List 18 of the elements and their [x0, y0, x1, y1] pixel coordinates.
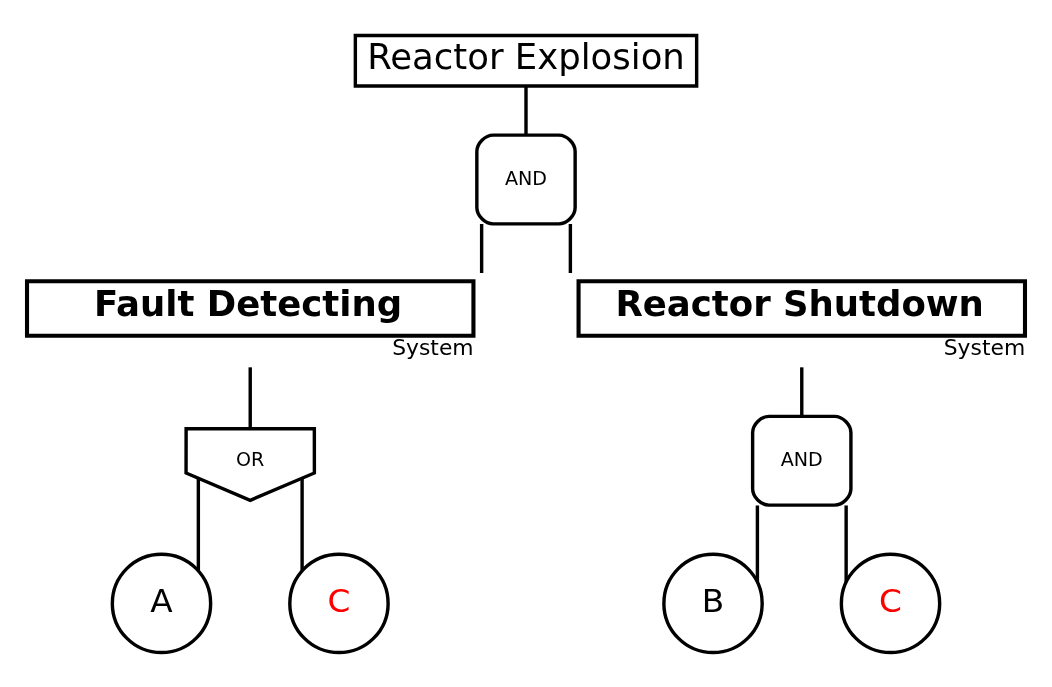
node-box: Fault Detecting [24, 278, 476, 338]
connector [800, 366, 804, 416]
connector [248, 366, 252, 428]
node-circle: C [839, 552, 942, 654]
node-box: Reactor Shutdown [576, 278, 1028, 338]
connector [568, 223, 573, 273]
connector [196, 477, 201, 571]
connector [300, 477, 304, 571]
node-circle: A [110, 552, 213, 654]
connector [524, 86, 528, 135]
connector [755, 505, 760, 582]
node-circle: B [662, 552, 764, 654]
node-circle: C [288, 552, 390, 654]
node-box: Reactor Explosion [353, 33, 699, 88]
connector [479, 223, 484, 273]
node-box: AND [475, 132, 577, 226]
node-box: AND [750, 414, 853, 507]
connector [844, 505, 848, 582]
